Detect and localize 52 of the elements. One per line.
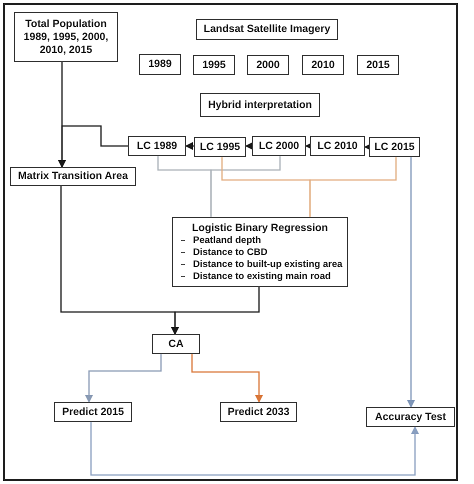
bullet-item: Peatland depth — [193, 234, 262, 246]
box-label: 1995 — [202, 58, 226, 72]
process-box — [152, 334, 200, 354]
process-box — [139, 54, 181, 75]
arrow — [85, 354, 162, 403]
connector-line — [210, 156, 281, 217]
box-label: Predict 2015 — [62, 406, 124, 418]
process-box — [14, 12, 118, 62]
connector-line — [309, 157, 397, 217]
bullet-item: Distance to existing main road — [193, 270, 331, 282]
bullet-item: Distance to built-up existing area — [193, 258, 342, 270]
box-label: Total Population 1989, 1995, 2000, 2010, 2015 — [22, 18, 110, 56]
box-label: LC 2010 — [317, 140, 358, 152]
arrow — [245, 142, 253, 150]
process-box — [200, 93, 320, 117]
process-box — [366, 407, 455, 427]
box-label: Predict 2033 — [228, 406, 290, 418]
process-box — [10, 167, 136, 186]
box-label: 2010 — [311, 58, 335, 72]
process-box — [247, 55, 289, 75]
arrow — [90, 422, 419, 476]
arrow — [407, 157, 415, 408]
process-box — [196, 19, 338, 40]
process-box — [252, 136, 306, 156]
box-label: 1989 — [148, 58, 172, 71]
box-label: Accuracy Test — [374, 410, 446, 424]
process-box — [54, 402, 132, 422]
arrow — [185, 142, 194, 150]
box-label: LC 2015 — [374, 140, 415, 154]
box-label: Matrix Transition Area — [18, 170, 128, 183]
box-label: CA — [168, 338, 184, 350]
process-box — [310, 136, 365, 156]
arrow — [171, 287, 260, 335]
process-box — [194, 137, 246, 157]
arrow — [191, 354, 263, 403]
process-box — [220, 402, 297, 422]
bullet-item: Distance to CBD — [193, 246, 268, 258]
box-label: 2000 — [256, 58, 280, 72]
process-box — [128, 136, 186, 156]
box-label: 2015 — [366, 58, 390, 72]
process-box — [369, 137, 420, 157]
process-box — [357, 55, 399, 75]
box-label: Landsat Satellite Imagery — [204, 23, 330, 36]
box-label: LC 1989 — [136, 140, 178, 152]
arrow — [58, 125, 128, 168]
box-label: Logistic Binary Regression — [192, 222, 328, 234]
process-box — [172, 217, 348, 287]
process-box — [302, 55, 344, 75]
box-label: LC 2000 — [258, 140, 300, 152]
box-label: Hybrid interpretation — [208, 98, 312, 112]
box-label: LC 1995 — [200, 140, 240, 154]
process-box — [193, 55, 235, 75]
